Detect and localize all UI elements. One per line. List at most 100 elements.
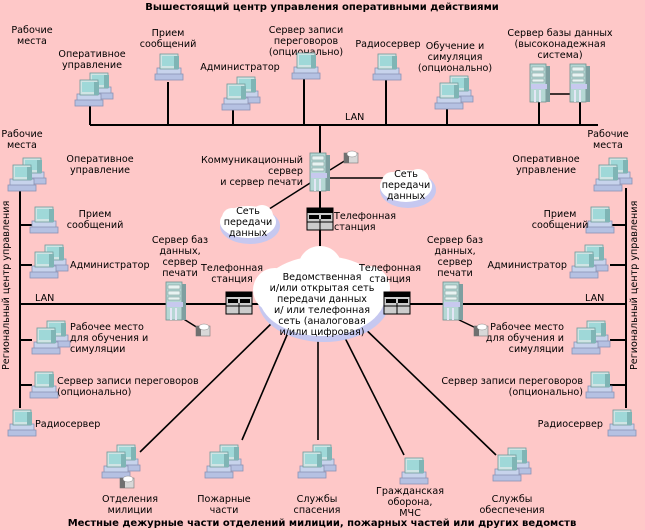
server-icon [165,281,187,321]
svg-text:Региональный центр управления: Региональный центр управления [629,201,640,370]
node-label: Сервер записи переговоров(опционально) [57,376,199,398]
workstation-pair-icon [572,321,610,354]
server-icon [442,281,464,321]
phone-station-icon [225,291,253,315]
workstation-pair-icon [570,245,608,278]
workstation-icon [154,53,184,81]
top-node-admin[interactable]: Администратор [200,62,280,110]
local-links [109,159,497,479]
workstation-icon [607,409,637,437]
node-label: Радиосервер [355,39,420,50]
workstation-icon [29,371,59,399]
workstation-pair-icon [205,445,243,478]
top-lan-label: LAN [345,112,364,123]
workstation-pair-icon [493,448,531,481]
server-icon [529,63,551,103]
svg-text:Радиосервер: Радиосервер [35,419,100,430]
workstation-pair-icon [435,76,473,109]
workstation-icon [372,53,402,81]
server-icon [309,152,331,192]
workstation-icon [29,206,59,234]
node-label: Сервер записи переговоров(опционально) [441,376,583,398]
top-title: Вышестоящий центр управления оперативным… [145,2,499,13]
phone-station-icon [383,291,411,315]
node-label: Администратор [200,62,280,73]
svg-text:LAN: LAN [585,293,604,304]
workstation-pair-icon [102,445,140,478]
top-node-radio[interactable]: Радиосервер [355,39,421,81]
left-lan [19,188,265,408]
svg-text:Администратор: Администратор [70,260,150,271]
phone-station-icon [306,207,334,231]
workstation-icon [585,371,615,399]
server-icon [569,63,591,103]
svg-text:Администратор: Администратор [487,260,567,271]
workstation-icon [399,457,429,485]
svg-text:Радиосервер: Радиосервер [538,419,603,430]
workstation-pair-icon [30,245,68,278]
workstation-icon [585,206,615,234]
printer-icon [119,475,135,489]
workstation-icon [7,409,37,437]
workstation-pair-icon [75,73,113,106]
right-lan [400,188,627,408]
svg-text:LAN: LAN [35,293,54,304]
workstation-pair-icon [298,445,336,478]
workstation-pair-icon [222,77,260,110]
svg-text:LAN: LAN [345,112,364,123]
bottom-title: Местные дежурные части отделений милиции… [68,518,577,529]
workstation-pair-icon [32,321,70,354]
printer-icon [195,323,211,337]
printer-icon [473,323,489,337]
workstation-pair-icon [594,158,632,191]
svg-text:Региональный центр управления: Региональный центр управления [1,201,12,370]
